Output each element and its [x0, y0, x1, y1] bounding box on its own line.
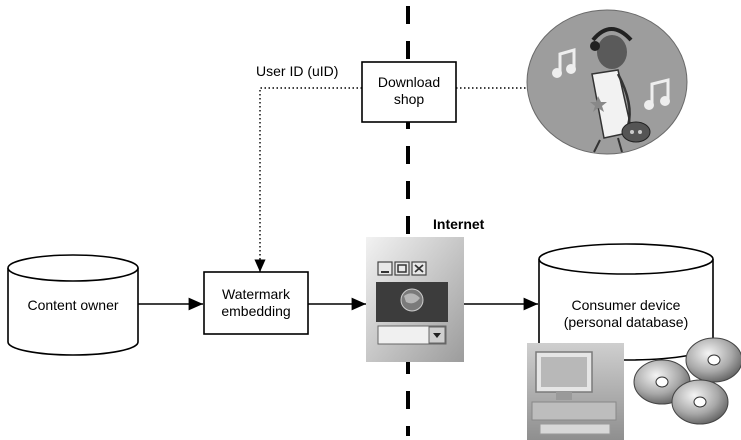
consumer-device-database	[538, 243, 714, 361]
watermark-line-1: Watermark	[222, 286, 290, 302]
user-id-connector	[254, 87, 362, 272]
watermark-embedding-box	[203, 271, 309, 335]
download-line-1: Download	[377, 74, 441, 90]
consumer-device-label: Consumer device (personal database)	[539, 297, 713, 331]
watermark-embedding-label: Watermark embedding	[204, 286, 308, 320]
cd-discs-icon	[633, 337, 741, 425]
internet-browser-icon	[366, 237, 464, 362]
user-illustration-icon	[526, 9, 688, 155]
download-shop-box	[361, 61, 457, 123]
content-owner-database	[7, 254, 139, 356]
consumer-line-2: (personal database)	[563, 314, 689, 330]
user-id-label: User ID (uID)	[256, 63, 339, 79]
consumer-line-1: Consumer device	[571, 297, 681, 313]
download-line-2: shop	[393, 91, 425, 107]
download-shop-label: Download shop	[362, 74, 456, 108]
internet-label: Internet	[433, 216, 485, 232]
content-owner-label: Content owner	[27, 297, 119, 313]
watermark-line-2: embedding	[221, 303, 291, 319]
desktop-computer-icon	[527, 343, 624, 440]
